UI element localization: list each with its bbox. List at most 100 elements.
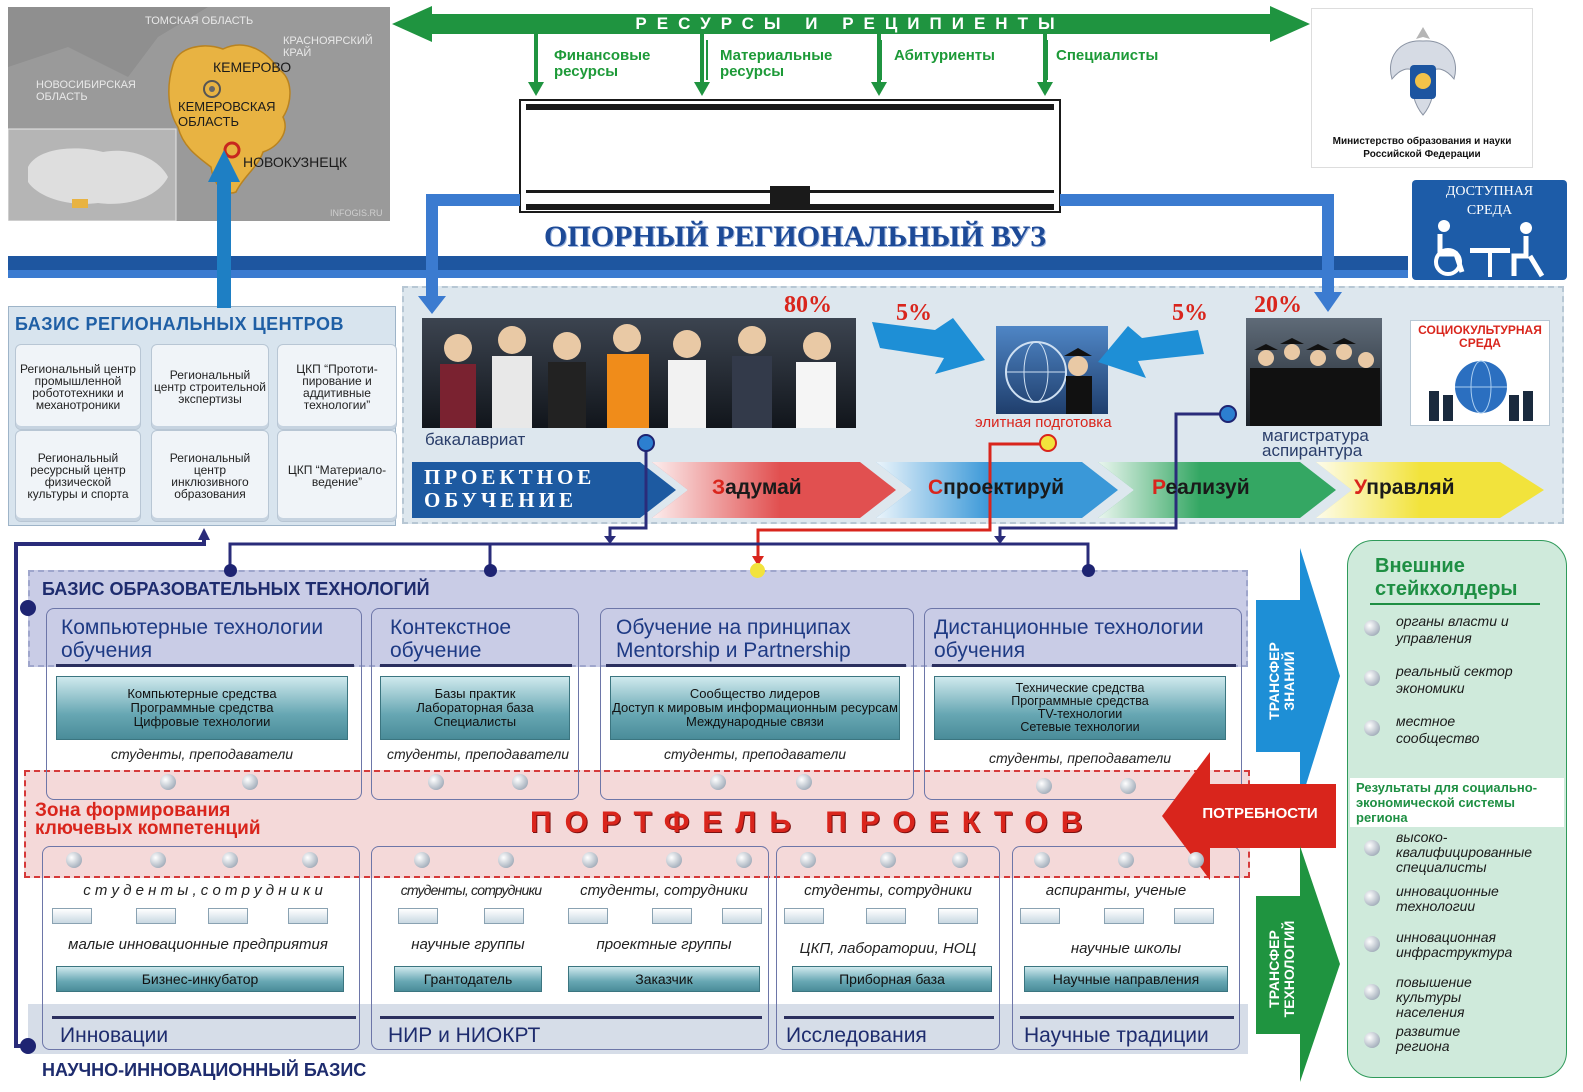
science-innovation-panel [28,1004,1248,1054]
chip [1020,908,1060,924]
sociocultural-line2: СРЕДА [1459,336,1501,350]
tech-title-line: Дистанционные технологии [934,616,1204,639]
node-dot [710,774,726,790]
map-city-kemerovo: Кемерово [213,59,292,75]
map-label-novosibirsk: Новосибирская область [36,79,136,103]
chip [484,908,524,924]
resource-line: Компьютерные средства [127,686,277,701]
stakeholders-title: Внешние стейкхолдеры [1375,555,1518,601]
percent-master: 20% [1254,292,1302,318]
bachelor-connector-pin [637,434,655,452]
resource-line: Материальные [720,47,833,64]
chip [208,908,248,924]
divider [932,664,1236,667]
divider [784,1016,994,1019]
master-connector-pin [1219,405,1237,423]
node-dot [498,852,514,868]
chip [784,908,824,924]
regional-center-item: ЦКП “Материало-ведение” [277,430,397,522]
chip [568,908,608,924]
tech-column-mentorship [600,608,914,800]
resource-line: Доступ к мировым информационным ресурсам [612,700,898,715]
divider [606,664,906,667]
map-label-kemerovo-region: Кемеровская область [178,99,276,129]
map-source: INFOGIS.RU [330,208,383,218]
students-illustration [440,324,836,428]
percent-left: 5% [896,300,932,326]
node-dot [1364,840,1380,856]
resource-line: Цифровые технологии [133,714,271,729]
result-line: высоко- [1396,829,1448,845]
elite-connector-pin [1039,434,1057,452]
university-title: ОПОРНЫЙ РЕГИОНАЛЬНЫЙ ВУЗ [544,220,1046,253]
graduate-globe-illustration [1005,341,1092,414]
divider [380,1016,762,1019]
stage-initial: С [928,476,944,499]
stage-implement: Реализуй [1152,476,1250,500]
chip [652,908,692,924]
science-bottom-traditions: Научные традиции [1024,1024,1209,1047]
zone-line2: ключевых компетенций [35,818,261,839]
project-learning-title: ПРОЕКТНОЕ ОБУЧЕНИЕ [424,466,595,512]
science-column-research [776,846,1000,1050]
chip [398,908,438,924]
wheelchair-icon [1434,220,1545,278]
tech-column-context [371,608,579,800]
master-phd-label: магистратура аспирантура [1262,427,1369,460]
result-line: инфраструктура [1396,944,1513,960]
master-graduates-photo [1246,318,1382,426]
divider [1370,603,1540,605]
customer-box: Заказчик [568,966,760,992]
node-dot [1118,852,1134,868]
transfer-line: ТЕХНОЛОГИЙ [1281,920,1297,1018]
stakeholders-title-line: стейкхолдеры [1375,578,1518,600]
science-groups-schools: научные школы [1070,940,1182,957]
business-incubator-box: Бизнес-инкубатор [56,966,344,992]
educational-technologies-title: БАЗИС ОБРАЗОВАТЕЛЬНЫХ ТЕХНОЛОГИЙ [42,579,430,599]
elite-training-label: элитная подготовка [975,414,1112,431]
stage-rest: правляй [1366,476,1455,499]
node-dot [1364,1032,1380,1048]
stage-rest: проектируй [943,476,1065,499]
bus-pin [1082,564,1095,577]
result-line: специалисты [1396,859,1487,875]
chip [1104,908,1144,924]
ministry-logo: Министерство образования и науки Российс… [1311,8,1533,168]
chip [938,908,978,924]
node-dot [512,774,528,790]
chip [722,908,762,924]
node-dot [1364,670,1380,686]
node-dot [1364,720,1380,736]
node-dot [160,774,176,790]
stakeholder-line: управления [1396,630,1472,646]
chip [136,908,176,924]
graduates-illustration [1250,338,1380,426]
divider [52,1016,356,1019]
resource-line: Сообщество лидеров [689,686,821,701]
tech-title-line: Обучение на принципах [616,616,851,639]
resource-line: ресурсы [720,63,785,80]
phd-label: аспирантура [1262,441,1363,460]
node-dot [880,852,896,868]
node-dot [1364,890,1380,906]
stage-initial: Р [1152,476,1166,499]
elite-bus-pin [750,563,765,578]
node-dot [414,852,430,868]
accessible-line2: СРЕДА [1466,203,1513,218]
ministry-name-line2: Российской Федерации [1363,149,1481,160]
transfer-line: ЗНАНИЙ [1281,651,1297,711]
resource-line: Сетевые технологии [1020,720,1140,734]
result-line: технологии [1396,898,1476,914]
resource-line: ресурсы [554,63,619,80]
accessible-line1: ДОСТУПНАЯ [1445,184,1534,199]
